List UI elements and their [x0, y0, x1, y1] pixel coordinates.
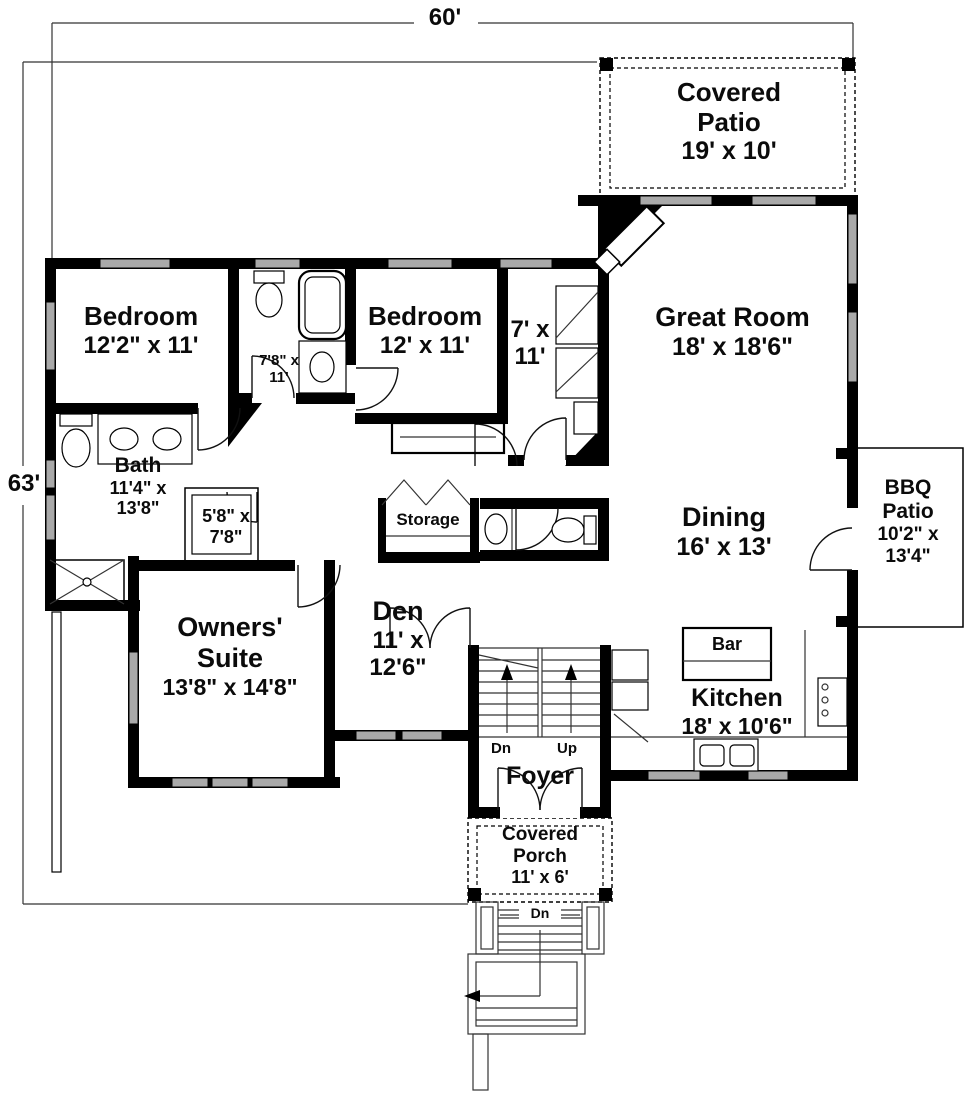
- refrigerator-icon: [611, 649, 649, 711]
- walk-in-closet-dims1: 5'8" x: [202, 506, 250, 526]
- storage-bifold-doors: [381, 479, 471, 537]
- covered-patio-name2: Patio: [697, 106, 761, 137]
- room-label-bedroom-1: Bedroom 12'2" x 11': [55, 301, 227, 359]
- room-label-hall-bath: 7'8" x 11': [247, 352, 311, 386]
- dimension-lines: [51, 22, 854, 258]
- overall-width-dimension: 60': [415, 4, 475, 31]
- deck-edge-line: [51, 611, 62, 873]
- powder-toilet-icon: [551, 517, 585, 543]
- covered-porch-name1: Covered: [501, 824, 579, 845]
- powder-sink-icon: [484, 513, 508, 545]
- bbq-patio-dims2: 13'4": [885, 545, 931, 567]
- covered-patio-name1: Covered: [676, 77, 782, 107]
- foyer-name: Foyer: [505, 762, 575, 790]
- utility-dims2: 11': [514, 343, 546, 371]
- storage-name: Storage: [396, 510, 460, 529]
- room-label-walk-in-closet: 5'8" x 7'8": [186, 506, 266, 547]
- kitchen-name: Kitchen: [691, 684, 783, 712]
- bar-name: Bar: [711, 634, 742, 654]
- hall-bath-dims2: 11': [269, 369, 289, 387]
- kitchen-sink-icon: [693, 738, 759, 772]
- bedroom-1-name: Bedroom: [83, 301, 199, 331]
- utility-dims1: 7' x: [510, 316, 550, 343]
- great-room-dims: 18' x 18'6": [671, 332, 794, 361]
- stove-icon: [817, 677, 848, 727]
- bar-island-outline: [681, 626, 773, 682]
- kitchen-dims: 18' x 10'6": [681, 712, 793, 739]
- hall-bath-sink-icon: [298, 340, 347, 394]
- walk-in-closet-dims2: 7'8": [209, 526, 243, 547]
- overall-depth-dimension: 63': [0, 470, 48, 497]
- room-label-foyer: Foyer: [482, 762, 598, 791]
- room-label-covered-porch: Covered Porch 11' x 6': [478, 824, 602, 888]
- room-label-den: Den 11' x 12'6": [342, 596, 454, 681]
- stairs-down-label: Dn: [486, 740, 516, 757]
- den-dims2: 12'6": [369, 654, 427, 682]
- stairs-down-text: Dn: [491, 740, 511, 757]
- room-label-owners-bath: Bath 11'4" x 13'8": [88, 454, 188, 519]
- laundry-shelves-icon: [555, 285, 599, 435]
- room-label-kitchen: Kitchen 18' x 10'6": [648, 684, 826, 739]
- den-dims1: 11' x: [372, 626, 424, 654]
- den-name: Den: [372, 596, 424, 626]
- room-label-covered-patio: Covered Patio 19' x 10': [618, 77, 840, 166]
- walk-in-closet-outline: [184, 487, 259, 562]
- stairs-up-label: Up: [552, 740, 582, 757]
- covered-patio-dims: 19' x 10': [681, 137, 777, 166]
- owners-bath-toilet-icon: [59, 413, 93, 468]
- hall-bath-toilet-icon: [253, 270, 285, 318]
- overall-width-value: 60': [428, 4, 462, 31]
- owners-suite-name2: Suite: [196, 642, 263, 673]
- room-label-owners-suite: Owners' Suite 13'8" x 14'8": [132, 612, 328, 700]
- owners-suite-dims: 13'8" x 14'8": [162, 673, 298, 700]
- bedroom-2-name: Bedroom: [367, 301, 483, 331]
- bedroom2-closet-outline: [390, 421, 506, 455]
- room-label-bar: Bar: [683, 634, 771, 655]
- kitchen-counter: [611, 630, 847, 743]
- double-vanity-icon: [97, 413, 193, 465]
- room-label-bbq-patio: BBQ Patio 10'2" x 13'4": [853, 476, 963, 567]
- owners-bath-dims1: 11'4" x: [109, 477, 167, 498]
- bbq-patio-name2: Patio: [882, 499, 934, 523]
- owners-bath-name: Bath: [114, 454, 162, 477]
- great-room-name: Great Room: [655, 302, 810, 332]
- stairs-up-text: Up: [557, 740, 577, 757]
- overall-depth-value: 63': [7, 470, 41, 497]
- doors: [197, 355, 853, 811]
- bedroom-2-dims: 12' x 11': [379, 331, 471, 359]
- bbq-patio-name1: BBQ: [884, 476, 932, 499]
- room-label-storage: Storage: [380, 510, 476, 529]
- covered-patio-outline: [599, 57, 856, 197]
- hall-bath-dims1: 7'8" x: [259, 352, 299, 369]
- exterior-stairs: [464, 901, 605, 1091]
- powder-room-fixtures: [484, 509, 597, 550]
- exterior-stairs-down-label: Dn: [524, 905, 556, 922]
- room-label-bedroom-2: Bedroom 12' x 11': [350, 301, 500, 359]
- covered-porch-dims: 11' x 6': [511, 867, 569, 888]
- dining-dims: 16' x 13': [676, 532, 772, 561]
- covered-porch-outline: [467, 817, 613, 903]
- covered-porch-name2: Porch: [513, 845, 567, 867]
- shower-icon: [49, 559, 125, 605]
- owners-bath-dims2: 13'8": [116, 498, 160, 519]
- windows: [45, 195, 858, 788]
- bathtub-icon: [297, 269, 348, 341]
- room-label-dining: Dining 16' x 13': [640, 502, 808, 561]
- staircase: [478, 647, 600, 738]
- bbq-patio-dims1: 10'2" x: [877, 523, 939, 545]
- owners-suite-name1: Owners': [177, 612, 283, 642]
- property-line: [22, 61, 597, 905]
- room-label-great-room: Great Room 18' x 18'6": [615, 302, 850, 361]
- exterior-stairs-down-text: Dn: [530, 905, 550, 921]
- dining-name: Dining: [682, 502, 766, 532]
- room-label-utility: 7' x 11': [502, 316, 558, 371]
- fireplace-icon: [593, 204, 666, 276]
- bedroom-1-dims: 12'2" x 11': [83, 331, 199, 359]
